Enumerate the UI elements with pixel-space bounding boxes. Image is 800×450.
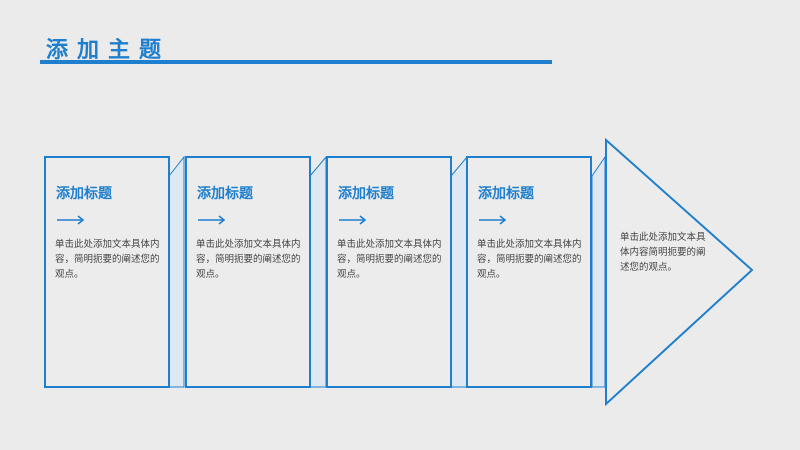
page-title: 添加主题 xyxy=(46,38,171,63)
card-title[interactable]: 添加标题 xyxy=(197,186,253,202)
right-arrow-icon xyxy=(57,215,85,225)
card-body[interactable]: 单击此处添加文本具体内容，简明扼要的阐述您的观点。 xyxy=(477,239,582,280)
process-card-4[interactable]: 添加标题 单击此处添加文本具体内容，简明扼要的阐述您的观点。 xyxy=(467,157,591,387)
card-frame-4 xyxy=(466,156,592,388)
card-title[interactable]: 添加标题 xyxy=(56,186,112,202)
right-arrow-icon xyxy=(479,215,507,225)
process-card-1[interactable]: 添加标题 单击此处添加文本具体内容，简明扼要的阐述您的观点。 xyxy=(45,157,169,387)
card-title[interactable]: 添加标题 xyxy=(478,186,534,202)
card-body[interactable]: 单击此处添加文本具体内容，简明扼要的阐述您的观点。 xyxy=(337,239,442,280)
right-arrow-icon xyxy=(198,215,226,225)
title-underline xyxy=(40,60,552,64)
final-arrow-text[interactable]: 单击此处添加文本具体内容简明扼要的阐述您的观点。 xyxy=(620,232,706,273)
card-body[interactable]: 单击此处添加文本具体内容，简明扼要的阐述您的观点。 xyxy=(55,239,160,280)
card-frame-3 xyxy=(326,156,452,388)
connector-side-4 xyxy=(591,155,606,388)
connector-side-1 xyxy=(168,155,185,388)
card-frame-1 xyxy=(44,156,170,388)
process-card-2[interactable]: 添加标题 单击此处添加文本具体内容，简明扼要的阐述您的观点。 xyxy=(186,157,310,387)
connector-side-2 xyxy=(309,155,327,388)
process-card-3[interactable]: 添加标题 单击此处添加文本具体内容，简明扼要的阐述您的观点。 xyxy=(327,157,451,387)
connector-side-3 xyxy=(450,155,468,388)
card-frame-2 xyxy=(185,156,311,388)
card-title[interactable]: 添加标题 xyxy=(338,186,394,202)
right-arrow-icon xyxy=(339,215,367,225)
card-body[interactable]: 单击此处添加文本具体内容，简明扼要的阐述您的观点。 xyxy=(196,239,301,280)
final-arrow-shape xyxy=(605,137,754,407)
